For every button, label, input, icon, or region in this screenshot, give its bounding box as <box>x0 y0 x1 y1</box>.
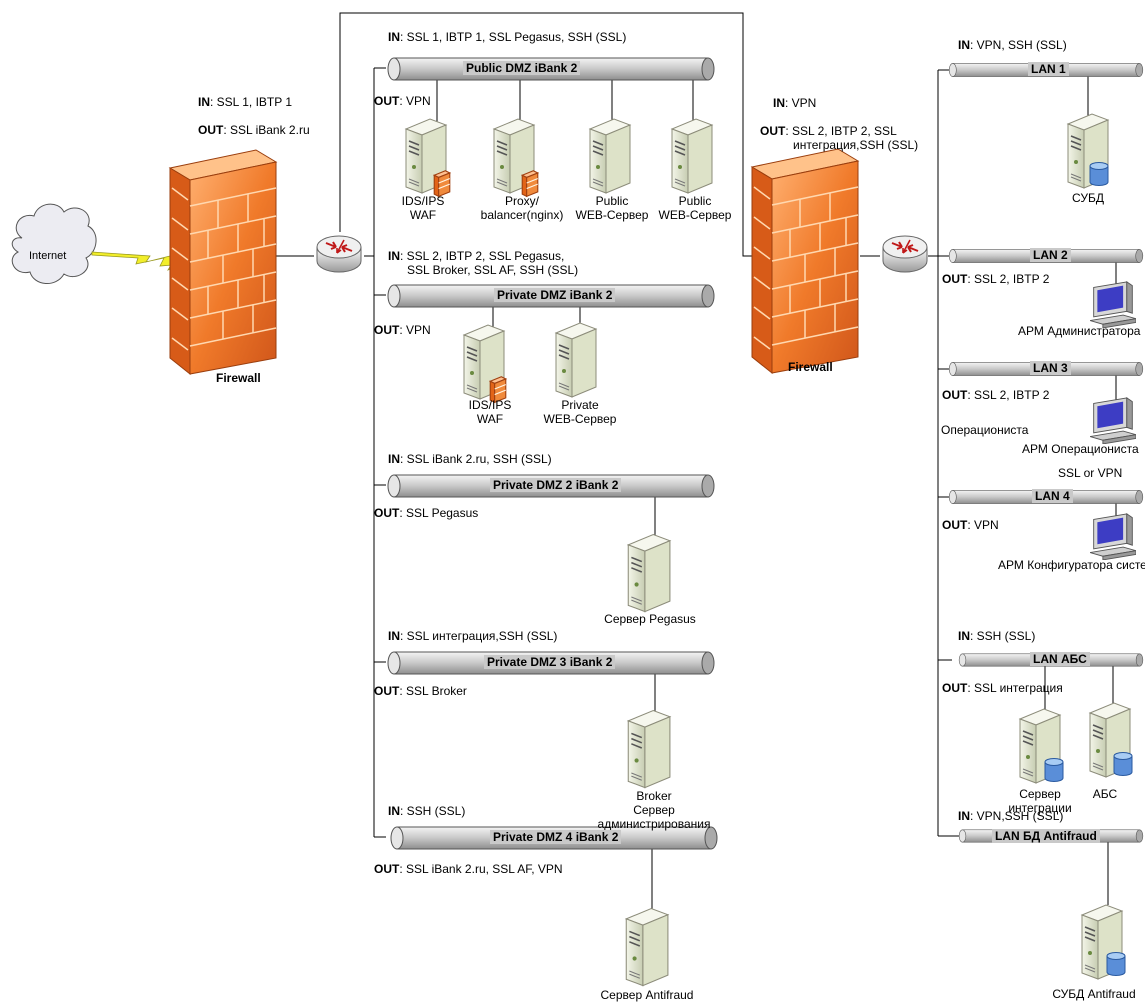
abs-db-icon <box>1113 752 1133 776</box>
waf-firewall-badge-icon <box>433 170 451 197</box>
private-dmz2-title: Private DMZ 2 iBank 2 <box>490 478 622 492</box>
lan2-title: LAN 2 <box>1030 248 1071 262</box>
firewall2-title: Firewall <box>788 360 833 374</box>
admin-workstation-icon <box>1090 281 1136 328</box>
lan1-in-label: IN: VPN, SSH (SSL) <box>958 38 1067 52</box>
configurator-ws-label: АРМ Конфигуратора системы <box>998 558 1145 572</box>
antifraud-dbms-label: СУБД Antifraud <box>1052 987 1136 1001</box>
public-web-server-1-icon <box>589 118 631 194</box>
private-dmz4-out-label: OUT: SSL iBank 2.ru, SSL AF, VPN <box>374 862 563 876</box>
public-dmz-title: Public DMZ iBank 2 <box>463 61 581 75</box>
private-dmz-title: Private DMZ iBank 2 <box>494 288 616 302</box>
dbms-db-icon <box>1089 162 1109 186</box>
lan-abs-out-label: OUT: SSL интеграция <box>942 681 1063 695</box>
private-dmz2-out-label: OUT: SSL Pegasus <box>374 506 479 520</box>
public-server-label: Proxy/balancer(nginx) <box>480 194 564 222</box>
internet-label: Internet <box>29 250 67 262</box>
lan4-above-label: SSL or VPN <box>1058 466 1123 480</box>
internet-cloud <box>11 203 97 284</box>
lan-abs-in-label: IN: SSH (SSL) <box>958 629 1036 643</box>
private-dmz3-title: Private DMZ 3 iBank 2 <box>484 655 616 669</box>
router-1-icon <box>315 234 363 274</box>
private-dmz3-out-label: OUT: SSL Broker <box>374 684 467 698</box>
firewall-1-icon <box>169 149 277 375</box>
lan1-title: LAN 1 <box>1028 62 1069 76</box>
abs-server-label: АБС <box>1092 787 1118 801</box>
lan-abs-title: LAN АБС <box>1030 652 1090 666</box>
lan3-title: LAN 3 <box>1030 361 1071 375</box>
firewall2-out-label: OUT: SSL 2, IBTP 2, SSL <box>760 124 897 138</box>
firewall2-in-label: IN: VPN <box>773 96 817 110</box>
operator-workstation-icon <box>1090 397 1136 444</box>
antifraud-server-label: Сервер Antifraud <box>600 988 694 1002</box>
private-dmz-in-label-cont: SSL Broker, SSL AF, SSH (SSL) <box>407 263 579 277</box>
operator-ws-label: АРМ Операциониста <box>1022 442 1139 456</box>
firewall1-out-label: OUT: SSL iBank 2.ru <box>198 123 310 137</box>
antifraud-server-icon <box>625 907 669 987</box>
router-2-icon <box>881 234 929 274</box>
private-dmz3-in-label: IN: SSL интеграция,SSH (SSL) <box>388 629 558 643</box>
lan-bd-title: LAN БД Antifraud <box>992 829 1100 843</box>
firewall1-title: Firewall <box>216 371 261 385</box>
lan3-out-label: OUT: SSL 2, IBTP 2 <box>942 388 1050 402</box>
public-dmz-in-label: IN: SSL 1, IBTP 1, SSL Pegasus, SSH (SSL… <box>388 30 627 44</box>
public-dmz-out-label: OUT: VPN <box>374 94 431 108</box>
pegasus-server-label: Сервер Pegasus <box>604 612 696 626</box>
dbms-label: СУБД <box>1072 191 1104 205</box>
proxy-firewall-badge-icon <box>521 170 539 197</box>
admin-ws-label: АРМ Администратора <box>1018 324 1141 338</box>
firewall2-out-label-cont: интеграция,SSH (SSL) <box>793 138 919 152</box>
configurator-workstation-icon <box>1090 513 1136 560</box>
firewall-2-icon <box>751 148 859 374</box>
lan4-out-label: OUT: VPN <box>942 518 999 532</box>
lan2-out-label: OUT: SSL 2, IBTP 2 <box>942 272 1050 286</box>
public-web-server-2-icon <box>671 118 713 194</box>
firewall1-in-label: IN: SSL 1, IBTP 1 <box>198 95 293 109</box>
lan-bd-in-label: IN: VPN,SSH (SSL) <box>958 809 1064 823</box>
lan3-note: Операциониста <box>941 423 1029 437</box>
private-dmz2-in-label: IN: SSL iBank 2.ru, SSH (SSL) <box>388 452 552 466</box>
antifraud-db-icon <box>1106 952 1126 976</box>
private-dmz-in-label: IN: SSL 2, IBTP 2, SSL Pegasus, <box>388 249 565 263</box>
private-dmz4-in-label: IN: SSH (SSL) <box>388 804 466 818</box>
broker-server-icon <box>627 709 671 789</box>
lan4-title: LAN 4 <box>1032 489 1073 503</box>
private-web-server-icon <box>555 322 597 398</box>
private-dmz4-title: Private DMZ 4 iBank 2 <box>490 830 622 844</box>
integration-db-icon <box>1044 758 1064 782</box>
private-dmz-out-label: OUT: VPN <box>374 323 431 337</box>
pegasus-server-icon <box>627 533 671 613</box>
